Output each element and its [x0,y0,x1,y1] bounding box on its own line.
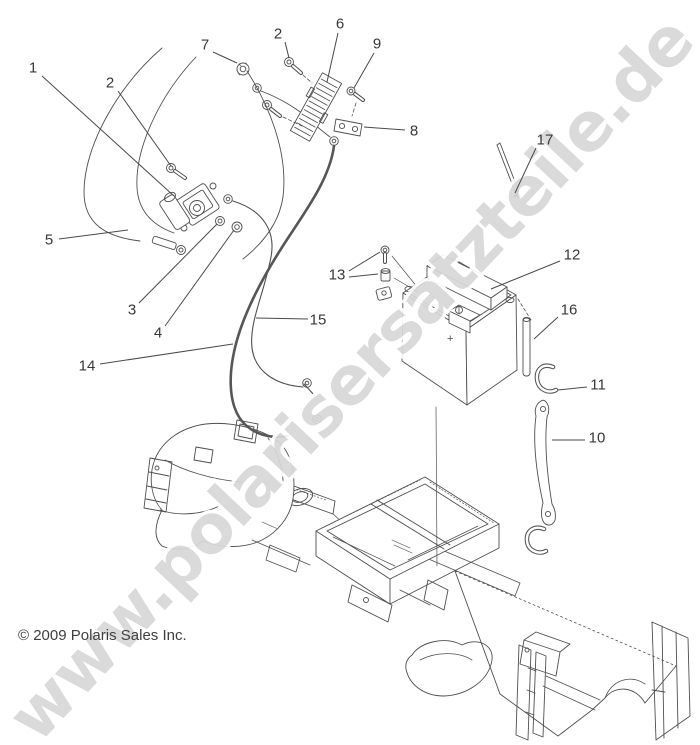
callout-12-leader [490,260,561,290]
callout-11-leader [557,386,588,391]
callout-14-leader [99,343,234,365]
rod-17-illustration [496,142,521,198]
callout-4-leader [164,229,235,327]
ground-cable-loop [83,47,163,242]
callout-3-leader [138,223,218,304]
callout-5-leader [58,229,129,240]
chassis-illustration [143,419,691,741]
callout-1-leader [41,75,175,197]
battery-holddown-illustration [522,317,559,555]
callout-2-leader [284,41,290,59]
solenoid-illustration [151,163,243,255]
callout-8-leader [363,126,406,131]
callout-6-leader [326,32,339,83]
callout-9-leader [353,52,375,89]
fuse-block-illustration [236,57,365,142]
cable-14 [229,144,336,439]
cable-15 [232,200,304,388]
callout-2-leader [117,90,172,167]
callout-leader-layer [41,32,588,441]
callout-7-leader [212,51,238,64]
callout-15-leader [255,317,309,320]
battery-plus-sign: + [447,333,453,345]
callout-13-leader [348,273,379,278]
harness-right-curve [242,70,285,260]
ground-cable-inner [136,56,197,234]
callout-17-leader [514,147,537,194]
callout-16-leader [533,316,559,340]
callout-13-leader [348,251,381,272]
copyright-text: © 2009 Polaris Sales Inc. [18,627,187,644]
battery-illustration [375,245,532,567]
